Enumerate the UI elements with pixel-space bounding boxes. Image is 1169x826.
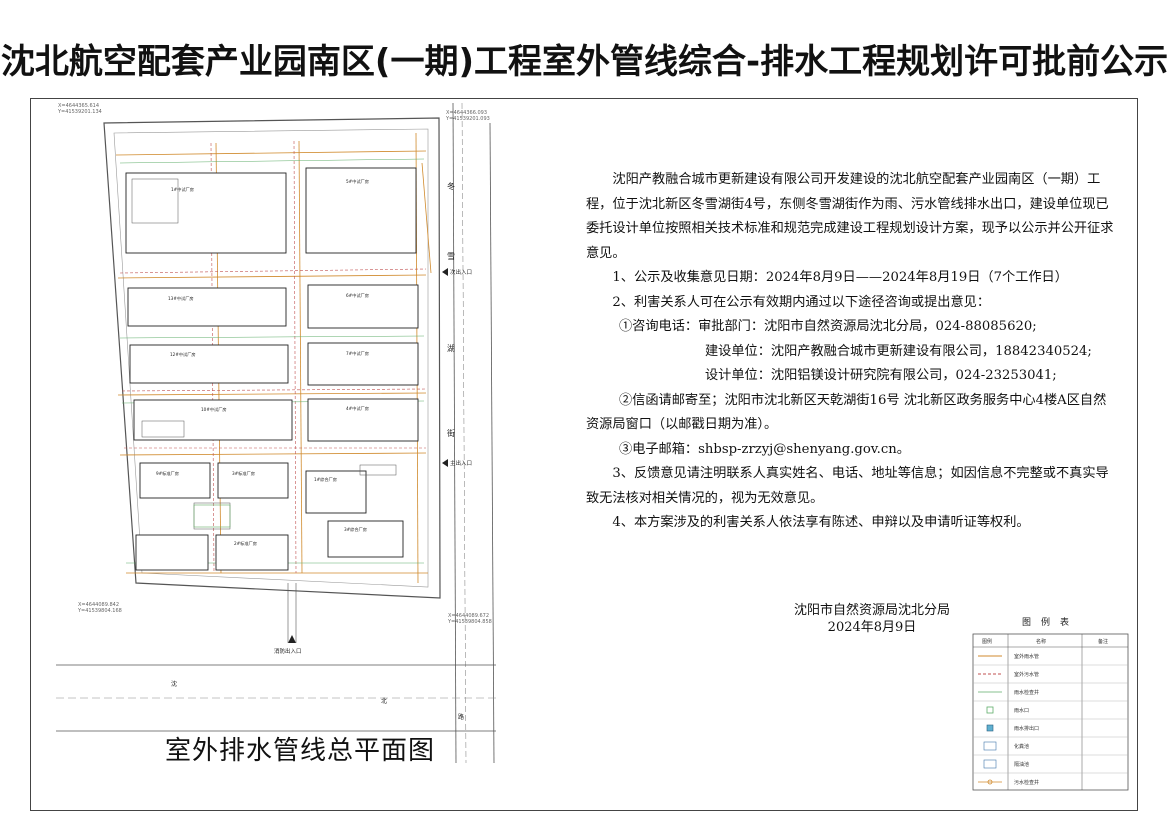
signature-block: 沈阳市自然资源局沈北分局 2024年8月9日 bbox=[772, 602, 972, 636]
notice-phone-builder: 建设单位：沈阳产教融合城市更新建设有限公司，18842340524; bbox=[705, 343, 1092, 359]
street-east-center bbox=[461, 103, 467, 763]
fire-entrance-label: 消防出入口 bbox=[274, 647, 302, 655]
site-boundary bbox=[103, 117, 441, 599]
main-entrance-arrow bbox=[442, 459, 448, 467]
page-title: 沈北航空配套产业园南区(一期)工程室外管线综合-排水工程规划许可批前公示 bbox=[0, 42, 1169, 82]
notice-item-1: 1、公示及收集意见日期：2024年8月9日——2024年8月19日（7个工作日） bbox=[612, 270, 1068, 285]
legend-row-4: 雨水口 bbox=[1014, 707, 1029, 714]
label-building-s3: 3#标准厂房 bbox=[232, 470, 255, 477]
legend-header-symbol: 图例 bbox=[982, 638, 992, 645]
legend-grid: 图例 名称 备注 室外雨水管 室外污水管 雨水检查井 雨水口 雨水排出口 化粪池… bbox=[972, 633, 1129, 791]
label-building-s9: 9#标准厂房 bbox=[156, 470, 179, 477]
legend-row-5: 雨水排出口 bbox=[1014, 725, 1039, 732]
legend-symbol-septic bbox=[983, 741, 997, 751]
legend-symbol-sewer-well-circle bbox=[987, 779, 993, 785]
notice-item-3: 3、反馈意见请注明联系人真实姓名、电话、地址等信息；如因信息不完整或不真实导致无… bbox=[586, 466, 1109, 506]
coord-top-right-x: X=4644366.093 bbox=[446, 110, 487, 116]
notice-email: ③电子邮箱：shbsp-zrzyj@shenyang.gov.cn。 bbox=[619, 441, 910, 457]
legend-row-8: 污水检查井 bbox=[1014, 779, 1039, 786]
drawing-frame bbox=[30, 98, 1138, 811]
coord-top-right-y: Y=41539201.093 bbox=[445, 116, 490, 122]
legend-table: 图例表 图例 名称 备注 室外雨水管 室外污水管 雨水检查井 雨水口 雨水排出口… bbox=[972, 615, 1129, 795]
label-building-4: 4#中试厂房 bbox=[346, 405, 369, 412]
street-char-2: 雪 bbox=[447, 252, 455, 261]
coord-top-left-y: Y=41539201.134 bbox=[57, 109, 102, 115]
central-court bbox=[193, 504, 231, 528]
street-char-1: 冬 bbox=[447, 181, 455, 191]
label-building-12: 12#中试厂房 bbox=[170, 351, 196, 358]
road-char-2: 北 bbox=[381, 697, 387, 705]
signature-date: 2024年8月9日 bbox=[827, 620, 917, 635]
coord-bottom-left-y: Y=41539804.168 bbox=[77, 608, 122, 614]
legend-symbol-rain-outlet bbox=[986, 724, 994, 732]
label-building-c3: 3#综合厂房 bbox=[344, 526, 367, 533]
label-building-c1: 1#综合厂房 bbox=[314, 476, 337, 483]
street-east-edge-2 bbox=[489, 122, 495, 763]
label-building-5: 5#中试厂房 bbox=[346, 178, 369, 185]
legend-symbol-grease-trap bbox=[983, 759, 997, 769]
legend-row-3: 雨水检查井 bbox=[1014, 689, 1039, 696]
notice-body: 沈阳产教融合城市更新建设有限公司开发建设的沈北航空配套产业园南区（一期）工程，位… bbox=[586, 168, 1118, 536]
coord-bottom-right-y: Y=41539804.858 bbox=[447, 619, 492, 625]
notice-mail: ②信函请邮寄至；沈阳市沈北新区天乾湖街16号 沈北新区政务服务中心4楼A区自然资… bbox=[586, 392, 1107, 433]
legend-title: 图例表 bbox=[1021, 618, 1079, 628]
label-building-1: 1#中试厂房 bbox=[171, 186, 194, 193]
main-entrance-label: 主出入口 bbox=[450, 459, 472, 467]
legend-symbol-rain-inlet bbox=[986, 706, 994, 714]
road-char-3: 路 bbox=[458, 713, 464, 721]
coord-top-left-x: X=4644365.614 bbox=[58, 103, 99, 109]
label-building-6: 6#中试厂房 bbox=[346, 292, 369, 299]
label-building-10: 10#中试厂房 bbox=[201, 406, 227, 413]
legend-row-1: 室外雨水管 bbox=[1014, 653, 1039, 660]
map-caption: 室外排水管线总平面图 bbox=[165, 736, 436, 766]
coord-bottom-left-x: X=4644089.842 bbox=[78, 602, 119, 608]
legend-row-2: 室外污水管 bbox=[1014, 671, 1039, 678]
signature-org: 沈阳市自然资源局沈北分局 bbox=[793, 603, 950, 618]
site-plan-map: X=4644365.614 Y=41539201.134 X=4644366.0… bbox=[56, 103, 496, 763]
label-building-s2: 2#标准厂房 bbox=[234, 540, 257, 547]
secondary-entrance-label: 次出入口 bbox=[450, 268, 472, 276]
legend-header-note: 备注 bbox=[1098, 638, 1108, 645]
notice-phone-designer: 设计单位：沈阳铝镁设计研究院有限公司，024-23253041; bbox=[705, 368, 1057, 383]
secondary-entrance-arrow bbox=[442, 268, 448, 276]
legend-row-7: 隔油池 bbox=[1014, 761, 1029, 768]
legend-header-name: 名称 bbox=[1036, 638, 1046, 645]
notice-intro: 沈阳产教融合城市更新建设有限公司开发建设的沈北航空配套产业园南区（一期）工程，位… bbox=[586, 172, 1114, 261]
buildings bbox=[125, 167, 419, 571]
notice-phone-approval: ①咨询电话：审批部门：沈阳市自然资源局沈北分局，024-88085620; bbox=[619, 319, 1037, 334]
coord-bottom-right-x: X=4644089.672 bbox=[448, 613, 489, 619]
street-char-4: 街 bbox=[447, 428, 455, 438]
road-char-1: 沈 bbox=[171, 680, 177, 688]
legend-row-6: 化粪池 bbox=[1014, 743, 1029, 750]
street-east-edge-1 bbox=[452, 103, 457, 763]
fire-entrance-arrow bbox=[288, 635, 296, 643]
label-building-13: 13#中试厂房 bbox=[168, 295, 194, 302]
notice-item-4: 4、本方案涉及的利害关系人依法享有陈述、申辩以及申请听证等权利。 bbox=[612, 515, 1030, 530]
site-inner-boundary bbox=[113, 128, 429, 588]
notice-item-2: 2、利害关系人可在公示有效期内通过以下途径咨询或提出意见： bbox=[612, 294, 991, 310]
street-char-3: 湖 bbox=[447, 344, 455, 353]
label-building-7: 7#中试厂房 bbox=[346, 350, 369, 357]
